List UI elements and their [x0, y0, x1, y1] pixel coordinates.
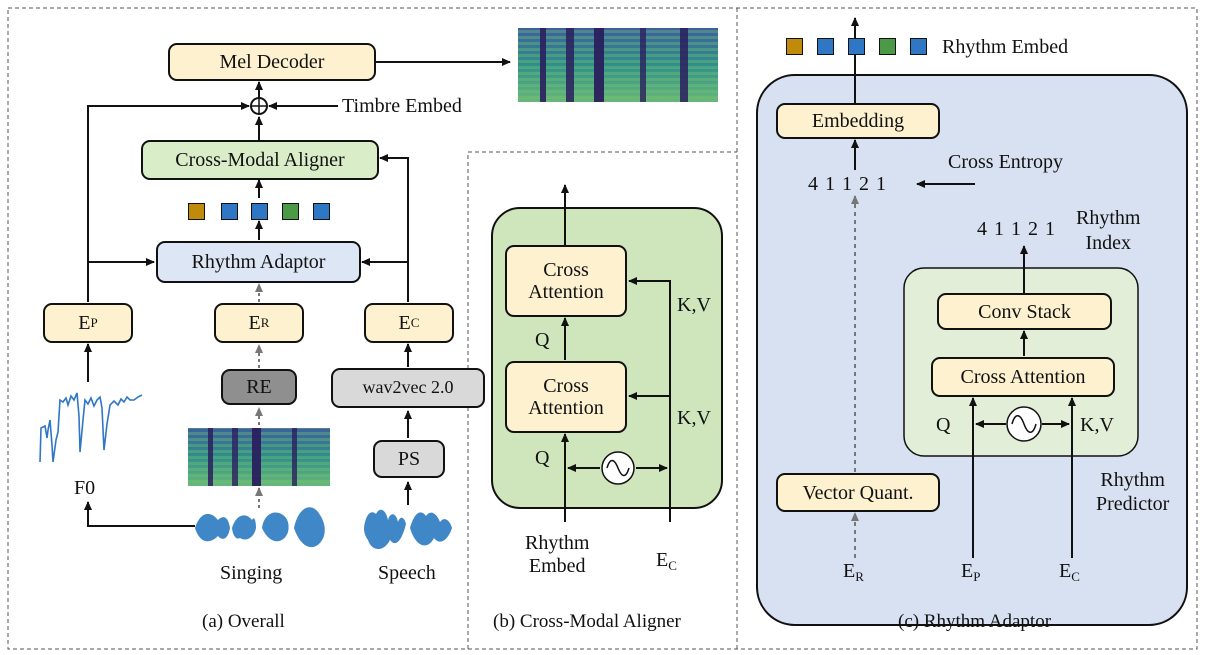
- embedding-box: Embedding: [776, 103, 940, 139]
- q-label-c: Q: [936, 414, 951, 436]
- cross-attention-bottom: Cross Attention: [505, 361, 627, 433]
- wav2vec-box: wav2vec 2.0: [331, 368, 485, 408]
- rhythm-embed-input-label: Rhythm Embed: [525, 532, 590, 577]
- f0-contour: [39, 392, 143, 463]
- kv-label-c: K,V: [1080, 414, 1114, 436]
- speech-waveform: [364, 509, 452, 549]
- speech-label: Speech: [378, 562, 436, 584]
- kv-top-label: K,V: [677, 294, 711, 316]
- rhythm-embed-token: [879, 38, 896, 55]
- q-bottom-label: Q: [535, 447, 550, 469]
- timbre-embed-label: Timbre Embed: [342, 95, 462, 117]
- rhythm-embed-token: [848, 38, 865, 55]
- ec-input-label-b: EC: [656, 549, 677, 573]
- cross-modal-aligner-box: Cross-Modal Aligner: [141, 140, 379, 180]
- rhythm-token: [251, 203, 268, 220]
- rhythm-adaptor-box: Rhythm Adaptor: [156, 241, 361, 283]
- q-top-label: Q: [535, 329, 550, 351]
- singing-waveform: [195, 507, 325, 548]
- singing-label: Singing: [220, 562, 283, 584]
- rhythm-token: [282, 203, 299, 220]
- rhythm-predictor-label: Rhythm Predictor: [1096, 469, 1170, 515]
- cross-entropy-label: Cross Entropy: [948, 151, 1063, 173]
- caption-cross-modal-aligner: (b) Cross-Modal Aligner: [493, 611, 681, 632]
- rhythm-embed-token: [910, 38, 927, 55]
- cross-attention-top: Cross Attention: [505, 245, 627, 317]
- er-input-label: ER: [843, 560, 864, 584]
- ec-input-label-c: EC: [1059, 560, 1080, 584]
- output-spectrogram: [518, 28, 718, 102]
- rhythm-embed-token: [786, 38, 803, 55]
- f0-label: F0: [74, 477, 96, 499]
- re-box: RE: [221, 369, 297, 405]
- ps-box: PS: [373, 440, 445, 478]
- caption-overall: (a) Overall: [202, 611, 285, 632]
- rhythm-token: [188, 203, 205, 220]
- mel-decoder-box: Mel Decoder: [168, 43, 376, 81]
- vector-quant-box: Vector Quant.: [776, 473, 940, 512]
- rhythm-token: [313, 203, 330, 220]
- outer-frame: [7, 7, 1198, 650]
- predicted-sequence: 4 1 1 2 1: [808, 173, 887, 195]
- cross-attention-box-c: Cross Attention: [931, 357, 1115, 397]
- input-spectrogram: [188, 428, 330, 486]
- separator-ab: [467, 151, 737, 649]
- conv-stack-box: Conv Stack: [937, 293, 1112, 330]
- index-sequence: 4 1 1 2 1: [977, 218, 1056, 240]
- ep-input-label: EP: [961, 560, 981, 584]
- caption-rhythm-adaptor: (c) Rhythm Adaptor: [898, 611, 1052, 632]
- rhythm-embed-token: [817, 38, 834, 55]
- rhythm-token: [221, 203, 238, 220]
- rhythm-embed-label: Rhythm Embed: [942, 36, 1069, 58]
- rhythm-index-label: Rhythm Index: [1076, 207, 1141, 254]
- kv-bottom-label: K,V: [677, 407, 711, 429]
